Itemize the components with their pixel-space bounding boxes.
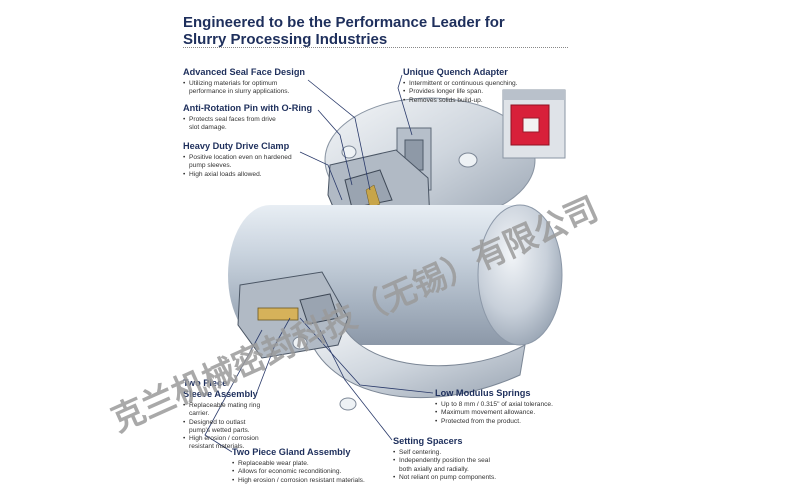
callout-bullet: Maximum movement allowance.	[435, 409, 605, 418]
callout-bullet: Allows for economic reconditioning.	[232, 468, 412, 477]
callout-heading: Two Piece Sleeve Assembly	[183, 378, 303, 400]
callout-bullet: Not reliant on pump components.	[393, 474, 543, 483]
callout-bullet: Replaceable wear plate.	[232, 460, 412, 469]
callout-heading: Setting Spacers	[393, 436, 463, 446]
leader-quench	[397, 74, 413, 136]
callout-anti-rotation: Anti-Rotation Pin with O-Ring Protects s…	[183, 103, 333, 133]
leader-seal-face	[307, 79, 371, 191]
callout-bullet-cont: pump's wetted parts.	[189, 426, 250, 434]
leader-spacers	[319, 329, 393, 441]
leader-sleeve	[256, 317, 291, 393]
quench-inset-port	[522, 117, 540, 133]
callout-bullet: Designed to outlast	[183, 419, 303, 428]
seal-face-bottom	[299, 293, 339, 325]
callout-bullet: Protects seal faces from drive	[183, 116, 333, 125]
title-line-1: Engineered to be the Performance Leader …	[183, 14, 505, 31]
spring	[257, 307, 299, 321]
callout-heading: Anti-Rotation Pin with O-Ring	[183, 103, 313, 113]
callout-bullet-cont: both axially and radially.	[399, 465, 469, 473]
callout-bullet-cont: pump sleeves.	[189, 162, 232, 170]
gland-bolt-hole	[458, 152, 478, 168]
callout-heading-line: Sleeve Assembly	[183, 389, 258, 399]
title-line-2: Slurry Processing Industries	[183, 31, 388, 48]
callout-heading: Heavy Duty Drive Clamp	[183, 141, 290, 151]
callout-seal-face: Advanced Seal Face Design Utilizing mate…	[183, 67, 333, 97]
callout-heading-line: Two Piece	[183, 378, 228, 388]
callout-gland-assembly: Two Piece Gland Assembly Replaceable wea…	[232, 447, 412, 485]
callout-bullet: High erosion / corrosion	[183, 435, 303, 444]
callout-sleeve-assembly: Two Piece Sleeve Assembly Replaceable ma…	[183, 378, 303, 452]
callout-bullet: Utilizing materials for optimum	[183, 80, 333, 89]
gland-bolt-hole	[341, 145, 357, 159]
gland-bolt-hole	[292, 336, 308, 350]
callout-heading: Unique Quench Adapter	[403, 67, 508, 77]
shaft-end-face	[477, 204, 563, 346]
callout-spacers: Setting Spacers Self centering. Independ…	[393, 436, 543, 482]
callout-bullet: Positive location even on hardened	[183, 154, 333, 163]
callout-bullet: Protected from the product.	[435, 418, 605, 427]
callout-bullet: High axial loads allowed.	[183, 171, 333, 180]
callout-bullet: Removes solids build-up.	[403, 97, 563, 106]
leader-springs	[299, 317, 434, 394]
callout-bullet: Provides longer life span.	[403, 88, 563, 97]
callout-drive-clamp: Heavy Duty Drive Clamp Positive location…	[183, 141, 333, 179]
gland-bolt-hole	[339, 397, 357, 411]
callout-bullet: Self centering.	[393, 449, 543, 458]
callout-bullet-cont: performance in slurry applications.	[189, 88, 290, 96]
callout-bullet: Replaceable mating ring	[183, 402, 303, 411]
callout-springs: Low Modulus Springs Up to 8 mm / 0.315" …	[435, 388, 605, 426]
callout-bullet: Up to 8 mm / 0.315" of axial tolerance.	[435, 401, 605, 410]
callout-heading: Low Modulus Springs	[435, 388, 531, 398]
callout-bullet-cont: slot damage.	[189, 124, 227, 132]
callout-bullet: High erosion / corrosion resistant mater…	[232, 477, 412, 486]
title-divider	[183, 47, 568, 48]
callout-bullet: Independently position the seal	[393, 457, 543, 466]
callout-bullet-cont: resistant materials.	[189, 443, 245, 451]
callout-heading: Two Piece Gland Assembly	[232, 447, 351, 457]
page-title: Engineered to be the Performance Leader …	[183, 14, 603, 48]
callout-quench-adapter: Unique Quench Adapter Intermittent or co…	[403, 67, 563, 105]
callout-bullet-cont: carrier.	[189, 410, 210, 418]
callout-heading: Advanced Seal Face Design	[183, 67, 306, 77]
callout-bullet: Intermittent or continuous quenching.	[403, 80, 563, 89]
seal-face-gold	[365, 184, 381, 209]
